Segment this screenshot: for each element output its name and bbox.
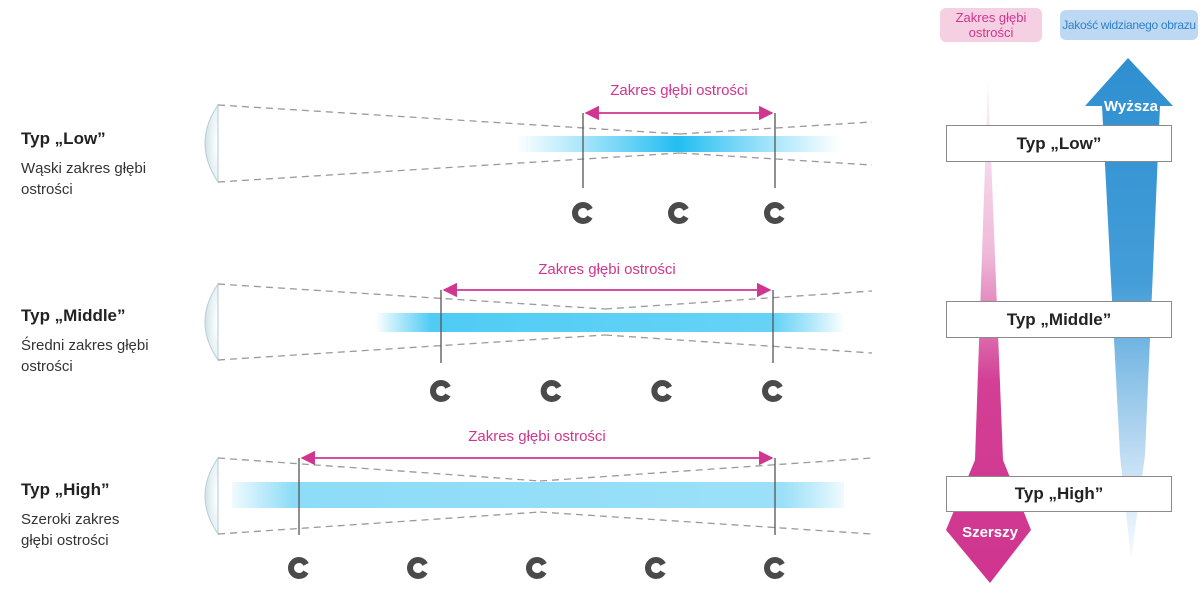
- range-label-high: Zakres głębi ostrości: [468, 428, 606, 445]
- landolt-c-icon: [764, 557, 786, 579]
- depth-arrow-label: Szerszy: [962, 524, 1018, 541]
- landolt-c-icon: [651, 380, 674, 402]
- legend-box-low: Typ „Low”: [946, 125, 1172, 162]
- landolt-c-icon: [288, 557, 310, 579]
- image-quality-header: Jakość widzianego obrazu: [1060, 10, 1198, 40]
- landolt-c-icon: [407, 557, 429, 579]
- legend-box-middle: Typ „Middle”: [946, 301, 1172, 338]
- landolt-c-icon: [526, 557, 548, 579]
- lens-icon: [204, 456, 219, 536]
- landolt-c-icon: [762, 380, 784, 402]
- landolt-c-icon: [430, 380, 452, 402]
- type-middle-title: Typ „Middle”: [21, 306, 126, 325]
- type-middle-description: Średni zakres głębi ostrości: [21, 337, 149, 375]
- row-high-graphic: [204, 450, 873, 536]
- depth-range-header: Zakres głębi ostrości: [940, 8, 1042, 42]
- focus-beam: [232, 482, 844, 508]
- landolt-c-icon: [645, 557, 667, 579]
- range-label-low: Zakres głębi ostrości: [610, 82, 748, 99]
- type-low-title: Typ „Low”: [21, 129, 106, 148]
- landolt-rings: [288, 202, 786, 579]
- quality-arrow-label: Wyższa: [1104, 98, 1158, 115]
- type-high-description: Szeroki zakres głębi ostrości: [21, 511, 120, 549]
- focus-beam: [375, 313, 845, 332]
- landolt-c-icon: [764, 202, 786, 224]
- range-label-middle: Zakres głębi ostrości: [538, 261, 676, 278]
- lens-icon: [204, 282, 219, 362]
- type-high-title: Typ „High”: [21, 480, 110, 499]
- landolt-c-icon: [572, 202, 594, 224]
- row-low-graphic: [204, 103, 873, 188]
- landolt-c-icon: [540, 380, 563, 402]
- type-low-description: Wąski zakres głębi ostrości: [21, 160, 147, 198]
- landolt-c-icon: [668, 202, 690, 224]
- row-middle-graphic: [204, 282, 873, 363]
- legend-box-high: Typ „High”: [946, 476, 1172, 512]
- lens-icon: [204, 103, 219, 184]
- focus-beam: [515, 136, 840, 152]
